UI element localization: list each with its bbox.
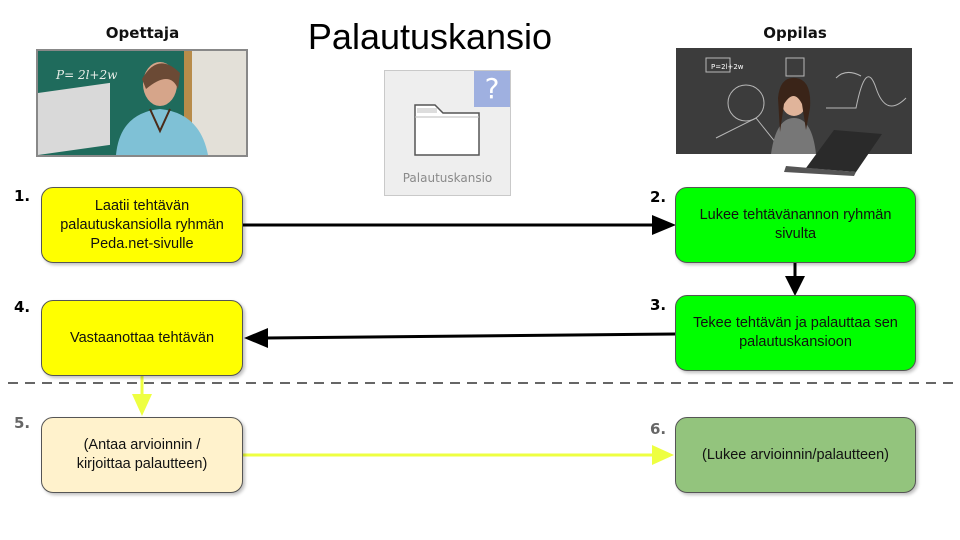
arrowhead-step2: [652, 215, 676, 235]
step-4-text: Vastaanottaa tehtävän: [69, 329, 215, 346]
teacher-photo: P= 2l+2w: [36, 49, 248, 157]
step-number-4: 4.: [14, 298, 31, 316]
step-5-text: (Antaa arvioinnin / kirjoittaa palauttee…: [76, 437, 208, 472]
step-3-text: Tekee tehtävän ja palauttaa sen palautus…: [693, 315, 898, 350]
svg-text:P=2l+2w: P=2l+2w: [756, 154, 789, 162]
step-1-text: Laatii tehtävän palautuskansiolla ryhmän…: [60, 197, 224, 252]
arrowhead-step3: [785, 276, 805, 296]
student-photo: P=2l+2w P=2l+2w: [676, 48, 912, 176]
step-2-text: Lukee tehtävänannon ryhmän sivulta: [699, 207, 892, 242]
teacher-column-title: Opettaja: [105, 24, 180, 42]
arrowhead-step6: [652, 445, 674, 465]
question-mark-icon[interactable]: ?: [474, 71, 510, 107]
student-column-title: Oppilas: [763, 24, 827, 42]
step-2-box: Lukee tehtävänannon ryhmän sivulta: [675, 187, 916, 263]
step-number-5: 5.: [14, 414, 31, 432]
step-number-2: 2.: [650, 188, 667, 206]
step-1-box: Laatii tehtävän palautuskansiolla ryhmän…: [41, 187, 243, 263]
step-6-box: (Lukee arvioinnin/palautteen): [675, 417, 916, 493]
step-4-box: Vastaanottaa tehtävän: [41, 300, 243, 376]
palautuskansio-widget[interactable]: ? Palautuskansio: [384, 70, 511, 196]
folder-icon: [414, 104, 480, 156]
step-number-3: 3.: [650, 296, 667, 314]
step-6-text: (Lukee arvioinnin/palautteen): [701, 446, 889, 463]
svg-text:P=2l+2w: P=2l+2w: [711, 63, 744, 71]
step-3-box: Tekee tehtävän ja palauttaa sen palautus…: [675, 295, 916, 371]
arrow-step3-to-step4: [265, 332, 677, 340]
svg-text:P= 2l+2w: P= 2l+2w: [55, 68, 118, 82]
arrowhead-step5: [132, 394, 152, 416]
step-number-6: 6.: [650, 420, 667, 438]
folder-label: Palautuskansio: [402, 171, 493, 185]
page-title: Palautuskansio: [307, 16, 553, 57]
step-5-box: (Antaa arvioinnin / kirjoittaa palauttee…: [41, 417, 243, 493]
arrowhead-step4: [244, 328, 268, 348]
step-number-1: 1.: [14, 187, 31, 205]
